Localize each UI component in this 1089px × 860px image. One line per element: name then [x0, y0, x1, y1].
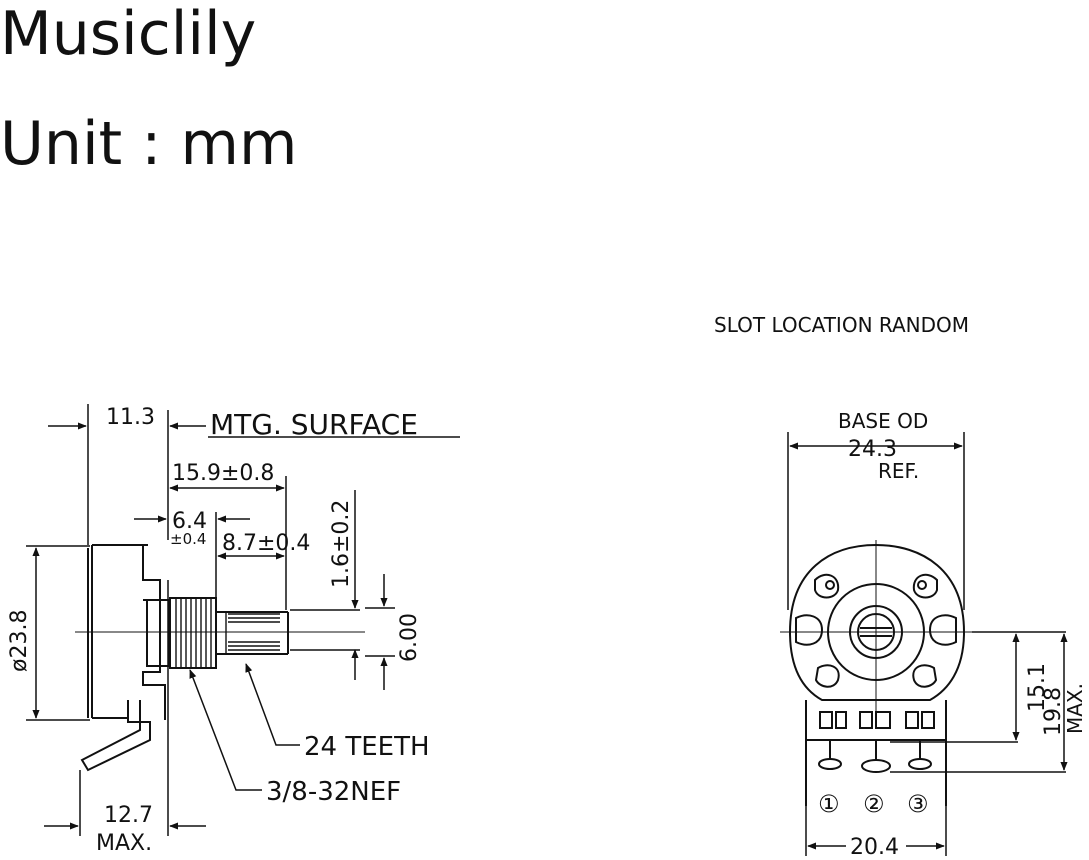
dim-8-7: 8.7±0.4	[222, 531, 310, 556]
lobe-left	[795, 614, 824, 646]
dim-6-00: 6.00	[397, 613, 422, 662]
dim-6-4-tolerance: ±0.4	[170, 530, 206, 548]
teeth-label: 24 TEETH	[304, 732, 430, 762]
pin-eye-1	[818, 758, 842, 770]
dim-12-7: 12.7	[104, 803, 153, 828]
front-view	[780, 432, 1068, 856]
pin-eye-3	[908, 758, 932, 770]
pin-label-1: ①	[818, 790, 840, 818]
lobe-top-right	[912, 573, 938, 599]
lobe-top-left	[814, 573, 840, 599]
unit-label: Unit : mm	[0, 109, 298, 179]
thread-label: 3/8-32NEF	[266, 777, 401, 807]
dim-diameter: ø23.8	[7, 610, 32, 672]
dim-6-4: 6.4	[172, 509, 207, 534]
base-od-label: BASE OD	[838, 409, 928, 433]
bushing-base	[146, 599, 170, 667]
pin-label-3: ③	[907, 790, 929, 818]
threaded-bushing	[169, 597, 217, 669]
pin-label-2: ②	[863, 790, 885, 818]
ring-dot-right	[917, 580, 927, 590]
ring-dot-left	[825, 580, 835, 590]
terminal-pad-1	[819, 711, 847, 729]
pin-eye-2	[861, 759, 891, 773]
mtg-surface-label: MTG. SURFACE	[210, 408, 418, 441]
dim-20-4: 20.4	[850, 835, 899, 860]
max-label-side: MAX.	[96, 831, 152, 856]
ref-label: REF.	[878, 459, 919, 483]
terminal-board-lower	[805, 740, 947, 806]
mounting-ring	[788, 543, 966, 701]
pin-stems	[829, 740, 921, 760]
dim-19-8: 19.8	[1041, 687, 1066, 736]
side-view	[26, 404, 460, 836]
lobe-bottom-left	[814, 664, 840, 688]
brand-title: Musiclily	[0, 0, 257, 69]
slot-location-note: SLOT LOCATION RANDOM	[714, 313, 969, 337]
terminal-pad-2	[859, 711, 891, 729]
shaft	[216, 611, 289, 655]
lobe-bottom-right	[912, 664, 938, 688]
dim-24-3: 24.3	[848, 437, 897, 462]
dim-15-1: 15.1	[1025, 663, 1050, 712]
terminal-pad-3	[905, 711, 935, 729]
terminal-leg	[80, 700, 151, 772]
thread-lines	[175, 598, 212, 668]
shaft-knurl	[225, 612, 280, 654]
dim-11-3: 11.3	[106, 405, 155, 430]
dim-1-6: 1.6±0.2	[329, 500, 354, 588]
dim-15-9: 15.9±0.8	[172, 461, 274, 486]
max-label-front: MAX.	[1063, 683, 1087, 734]
lobe-right	[928, 614, 957, 646]
front-center-lines	[780, 540, 980, 712]
